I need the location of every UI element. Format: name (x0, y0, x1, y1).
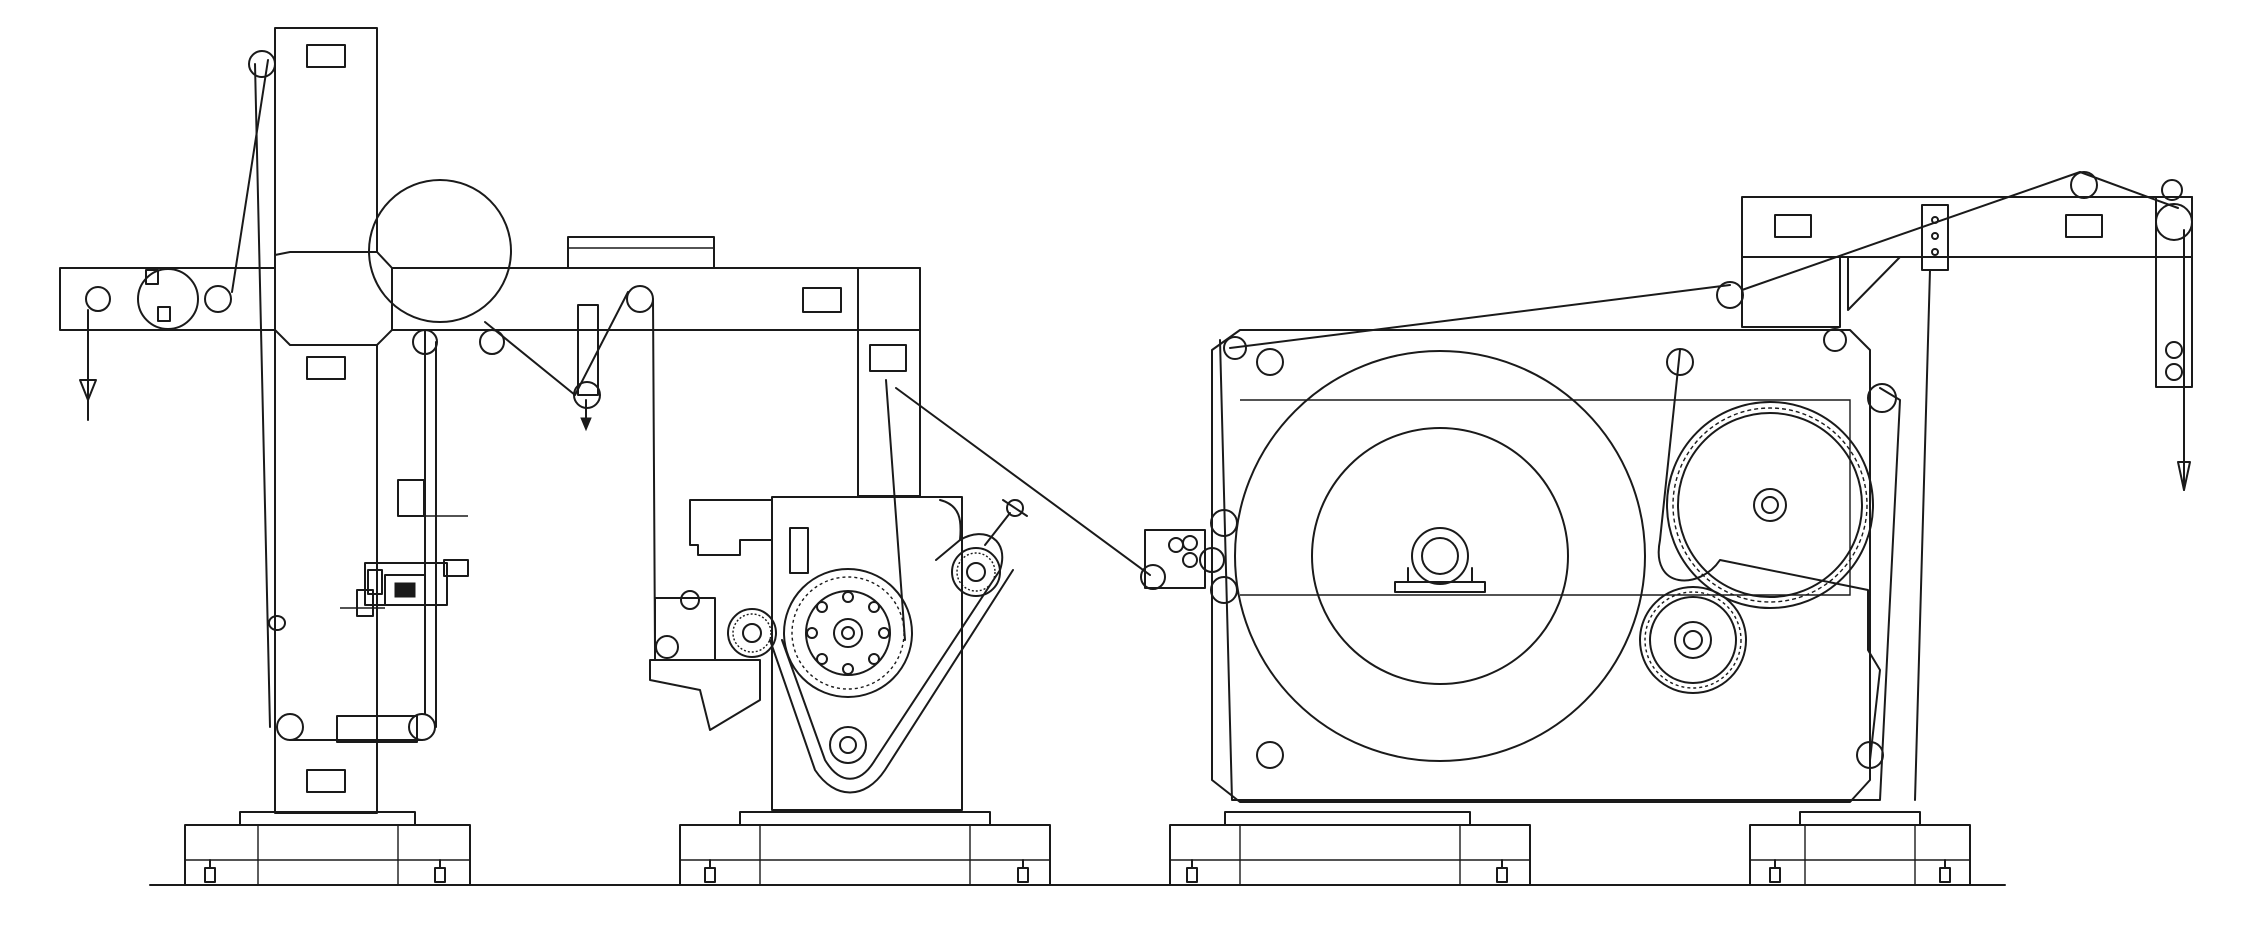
anchor-bolt-icon (1017, 859, 1029, 883)
roller-icon (680, 590, 700, 610)
roller-icon (1256, 741, 1284, 769)
roller-icon (204, 285, 232, 313)
center-cylinder-unit (649, 379, 1151, 886)
left-column (274, 27, 378, 814)
left-base (184, 824, 471, 886)
roller-icon (1716, 281, 1744, 309)
web-path (652, 298, 656, 651)
right-base (1749, 824, 1971, 886)
roller-icon (1140, 564, 1166, 590)
roller-icon (2070, 171, 2098, 199)
roller-icon (1223, 336, 1247, 360)
right-top-beam (1741, 196, 2193, 258)
center-housing (771, 496, 963, 811)
unwind-reel (368, 179, 512, 323)
nip-assembly (1144, 529, 1206, 589)
gear-icon (783, 568, 913, 698)
roller-icon (829, 726, 867, 764)
roller-icon (479, 329, 505, 355)
web-path (484, 291, 629, 396)
anchor-bolt-icon (1496, 859, 1508, 883)
roller-icon (1199, 547, 1225, 573)
web-path (1229, 284, 1731, 349)
anchor-bolt-icon (704, 859, 716, 883)
gear-icon (1666, 401, 1874, 609)
roller-icon (626, 285, 654, 313)
handwheel-icon (1006, 499, 1024, 517)
roller-icon (408, 713, 436, 741)
gear-icon (951, 547, 1001, 597)
center-base (679, 824, 1051, 886)
gear-icon (1639, 586, 1747, 694)
anchor-bolt-icon (204, 859, 216, 883)
web-path (231, 59, 269, 293)
web-path (1657, 349, 1881, 761)
anchor-bolt-icon (1939, 859, 1951, 883)
weight-arrow-icon (580, 417, 592, 432)
web-path (1219, 339, 1901, 801)
column-joint (274, 251, 393, 346)
anchor-bolt-icon (434, 859, 446, 883)
right-winder-frame (1716, 171, 2193, 886)
weight-arrow-icon (2177, 461, 2191, 491)
web-path (1741, 171, 2179, 291)
drum-housing (1211, 329, 1871, 803)
roller-icon (276, 713, 304, 741)
web-path (895, 387, 1151, 576)
left-unwind-stand (59, 27, 921, 886)
web-path (885, 379, 906, 641)
roller-icon (1256, 348, 1284, 376)
roller-icon (655, 635, 679, 659)
dancer-roller (137, 268, 199, 330)
web-path (254, 63, 271, 728)
main-drum-unit (1140, 284, 1901, 886)
anchor-bolts (204, 859, 1951, 883)
roller-icon (248, 50, 276, 78)
roller-icon (1823, 328, 1847, 352)
weight-arrow-icon (79, 379, 97, 401)
drive-belt (781, 533, 1004, 780)
main-drum (1234, 350, 1646, 762)
anchor-bolt-icon (1769, 859, 1781, 883)
roller-icon (85, 286, 111, 312)
gear-icon (727, 608, 777, 658)
drum-base (1169, 824, 1531, 886)
roller-icon (2155, 203, 2193, 241)
roller-icon (1210, 576, 1238, 604)
anchor-bolt-icon (1186, 859, 1198, 883)
